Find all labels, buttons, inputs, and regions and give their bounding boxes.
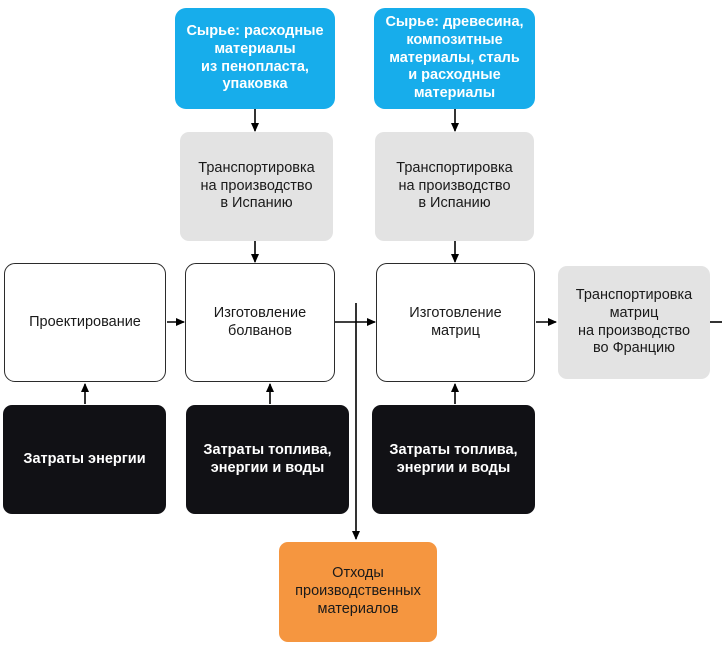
node-production-waste[interactable]: Отходы производственных материалов	[279, 542, 437, 642]
node-transport-to-france[interactable]: Транспортировка матриц на производство в…	[558, 266, 710, 379]
node-process-mould-manufacturing[interactable]: Изготовление матриц	[376, 263, 535, 382]
node-energy-input-design[interactable]: Затраты энергии	[3, 405, 166, 514]
node-energy-input-plug[interactable]: Затраты топлива, энергии и воды	[186, 405, 349, 514]
node-transport-to-spain-wood[interactable]: Транспортировка на производство в Испани…	[375, 132, 534, 241]
node-raw-material-wood[interactable]: Сырье: древесина, композитные материалы,…	[374, 8, 535, 109]
node-raw-material-foam[interactable]: Сырье: расходные материалы из пенопласта…	[175, 8, 335, 109]
node-transport-to-spain-foam[interactable]: Транспортировка на производство в Испани…	[180, 132, 333, 241]
node-process-design[interactable]: Проектирование	[4, 263, 166, 382]
node-process-plug-manufacturing[interactable]: Изготовление болванов	[185, 263, 335, 382]
node-energy-input-mould[interactable]: Затраты топлива, энергии и воды	[372, 405, 535, 514]
